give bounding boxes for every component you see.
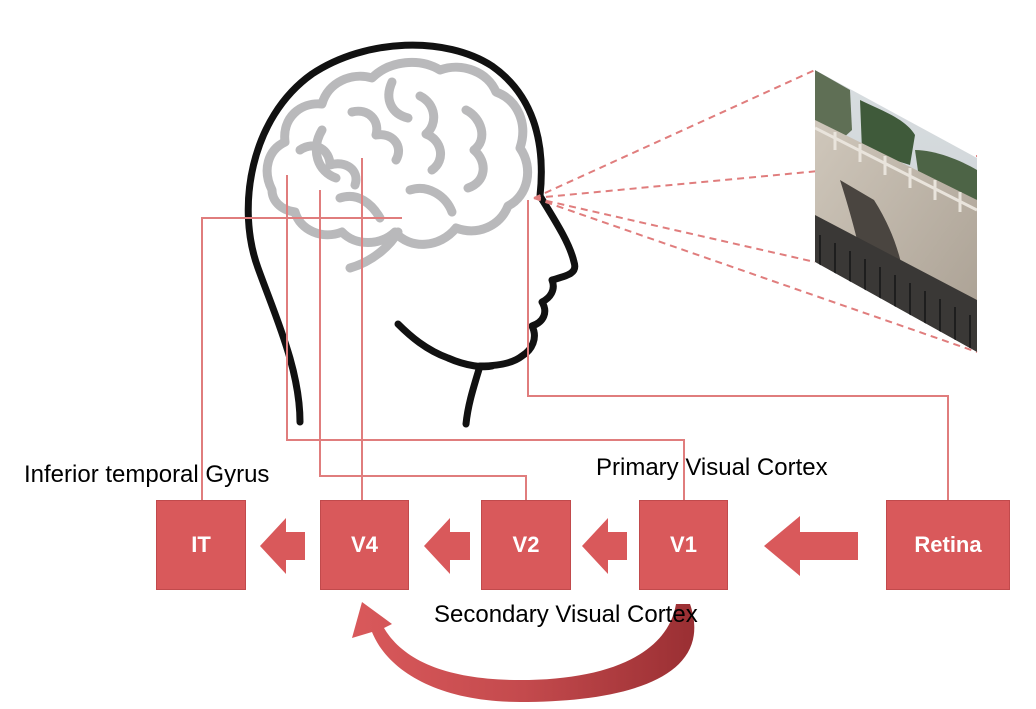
box-it: IT <box>156 500 246 590</box>
brain-illustration <box>262 57 533 273</box>
feedback-arrow-v1-to-v4 <box>352 602 695 702</box>
box-it-label: IT <box>191 532 211 557</box>
bridge-photo <box>815 70 977 352</box>
flow-arrows <box>260 516 858 576</box>
connector-it <box>201 217 402 500</box>
arrow-retina-to-v1 <box>764 516 858 576</box>
arrow-v4-to-it <box>260 518 305 574</box>
caption-primary-visual-cortex: Primary Visual Cortex <box>596 454 828 481</box>
connector-v2 <box>319 190 527 500</box>
box-retina: Retina <box>886 500 1010 590</box>
view-frustum <box>533 69 978 353</box>
box-v1-label: V1 <box>670 532 697 557</box>
connector-retina <box>527 200 949 500</box>
box-retina-label: Retina <box>914 532 982 557</box>
caption-secondary-visual-cortex: Secondary Visual Cortex <box>434 601 698 628</box>
arrow-v2-to-v4 <box>424 518 470 574</box>
box-v2-label: V2 <box>512 532 540 557</box>
box-v1: V1 <box>639 500 728 590</box>
box-v4: V4 <box>320 500 409 590</box>
arrow-v1-to-v2 <box>582 518 627 574</box>
caption-inferior-temporal-gyrus: Inferior temporal Gyrus <box>24 461 270 488</box>
head-outline <box>244 41 579 428</box>
connector-lines <box>201 158 949 500</box>
box-v2: V2 <box>481 500 571 590</box>
box-v4-label: V4 <box>351 532 378 557</box>
connector-v1 <box>286 175 685 500</box>
